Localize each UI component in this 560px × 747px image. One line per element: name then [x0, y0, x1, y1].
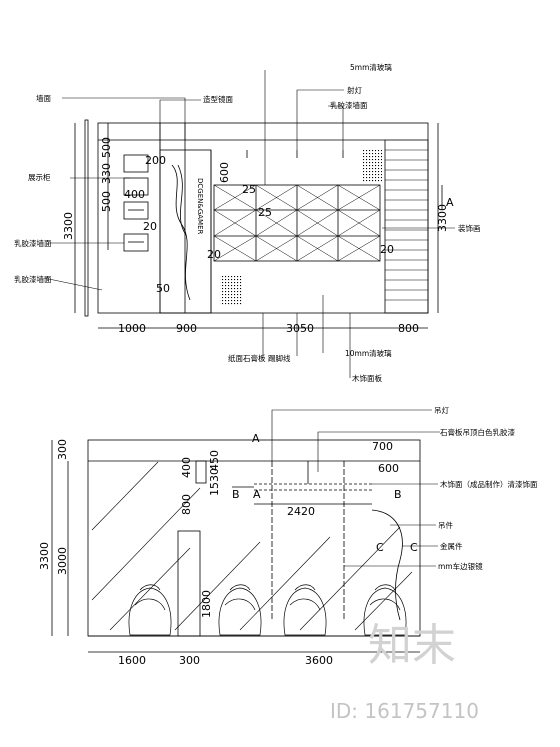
watermark-id: ID: 161757110 [330, 699, 479, 723]
door-decor-curve [177, 164, 187, 236]
side-dim: 400 [180, 457, 193, 478]
bottom-dim: 3050 [286, 322, 314, 335]
callout-label: 造型镜面 [203, 94, 233, 104]
callout-label: 展示柜 [28, 172, 51, 182]
bottom-dim: 1600 [118, 654, 146, 667]
callout-label: 踢脚线 [268, 353, 291, 363]
left-wall-edge [84, 119, 89, 317]
callout-label: 木饰面板 [352, 373, 382, 383]
callout-label: 木饰面（成品制作）清漆饰面 [440, 479, 538, 489]
logo-vertical-text: DCGEN&GAMER [196, 178, 204, 234]
callout-label: 吊灯 [434, 405, 449, 415]
bottom-dim: 3600 [305, 654, 333, 667]
side-dim: 800 [180, 494, 193, 515]
section-mark-top: A [446, 196, 454, 209]
watermark-logo-text: 知末 [368, 620, 456, 671]
curved-panel [371, 509, 403, 621]
side-dim: 300 [56, 439, 69, 460]
mirror-hatch [91, 461, 413, 631]
callout-label: 5mm清玻璃 [350, 62, 392, 72]
picture-frame [123, 154, 149, 173]
section-mark: C [376, 541, 384, 554]
section-mark: B [394, 488, 402, 501]
callout-label: 乳胶漆墙面 [14, 274, 52, 284]
side-dim: 1530 [208, 468, 221, 496]
hatch-area [362, 150, 382, 182]
glass-door-panel [159, 149, 212, 314]
inner-mark: 20 [207, 248, 221, 261]
inner-mark: 25 [242, 183, 256, 196]
callout-label: 乳胶漆墙面 [14, 238, 52, 248]
room-frame [87, 439, 421, 637]
callout-label: 纸面石膏板 [228, 353, 266, 363]
callout-label: 10mm清玻璃 [345, 348, 392, 358]
callout-label: 乳胶漆墙面 [330, 100, 368, 110]
side-dim: 1800 [200, 590, 213, 618]
side-dim: 500 [100, 137, 113, 158]
inner-mark: 50 [156, 282, 170, 295]
inner-mark: 20 [143, 220, 157, 233]
height-dim-right: 3300 [436, 204, 449, 232]
striped-panel [384, 139, 429, 314]
bottom-dim: 300 [179, 654, 200, 667]
callout-label: 吊件 [438, 520, 453, 530]
bottom-dim: 1000 [118, 322, 146, 335]
pillar [177, 530, 201, 637]
height-dim-outer: 3300 [38, 542, 51, 570]
height-dim-left: 3300 [62, 212, 75, 240]
ceiling-drop [195, 460, 207, 484]
bottom-elevation [51, 409, 440, 653]
leader-lines [43, 70, 455, 378]
bottom-dim: 900 [176, 322, 197, 335]
door-decor-curve [171, 164, 191, 301]
picture-frame [123, 201, 149, 220]
cabinet-diagonals [213, 184, 381, 262]
section-mark: B [232, 488, 240, 501]
section-mark: A [252, 432, 260, 445]
callout-label: mm车边银镜 [438, 561, 483, 571]
chairs [128, 584, 407, 636]
height-dim-inner: 3000 [56, 547, 69, 575]
leader-lines [271, 409, 440, 567]
picture-frame [123, 177, 149, 196]
section-mark: C [410, 541, 418, 554]
inner-mark: 25 [258, 206, 272, 219]
picture-frame [123, 233, 149, 252]
right-dim: 600 [378, 462, 399, 475]
side-dim: 500 [100, 191, 113, 212]
callout-label: 射灯 [347, 85, 362, 95]
callout-label: 装饰画 [458, 223, 481, 233]
section-mark: A [253, 488, 261, 501]
inner-mark: 20 [380, 243, 394, 256]
side-dim: 330 [100, 163, 113, 184]
hatch-area [220, 275, 242, 305]
side-dim: 200 [145, 154, 166, 167]
side-dim: 450 [208, 450, 221, 471]
span-dim: 2420 [287, 505, 315, 518]
callout-label: 石膏板吊顶白色乳胶漆 [440, 427, 515, 437]
right-dim: 700 [372, 440, 393, 453]
side-dim: 400 [124, 188, 145, 201]
bottom-dim: 800 [398, 322, 419, 335]
side-dim: 600 [218, 162, 231, 183]
panel-stripes [385, 149, 428, 301]
top-elevation [43, 70, 455, 378]
callout-label: 金属件 [440, 541, 463, 551]
callout-label: 墙面 [36, 93, 51, 103]
